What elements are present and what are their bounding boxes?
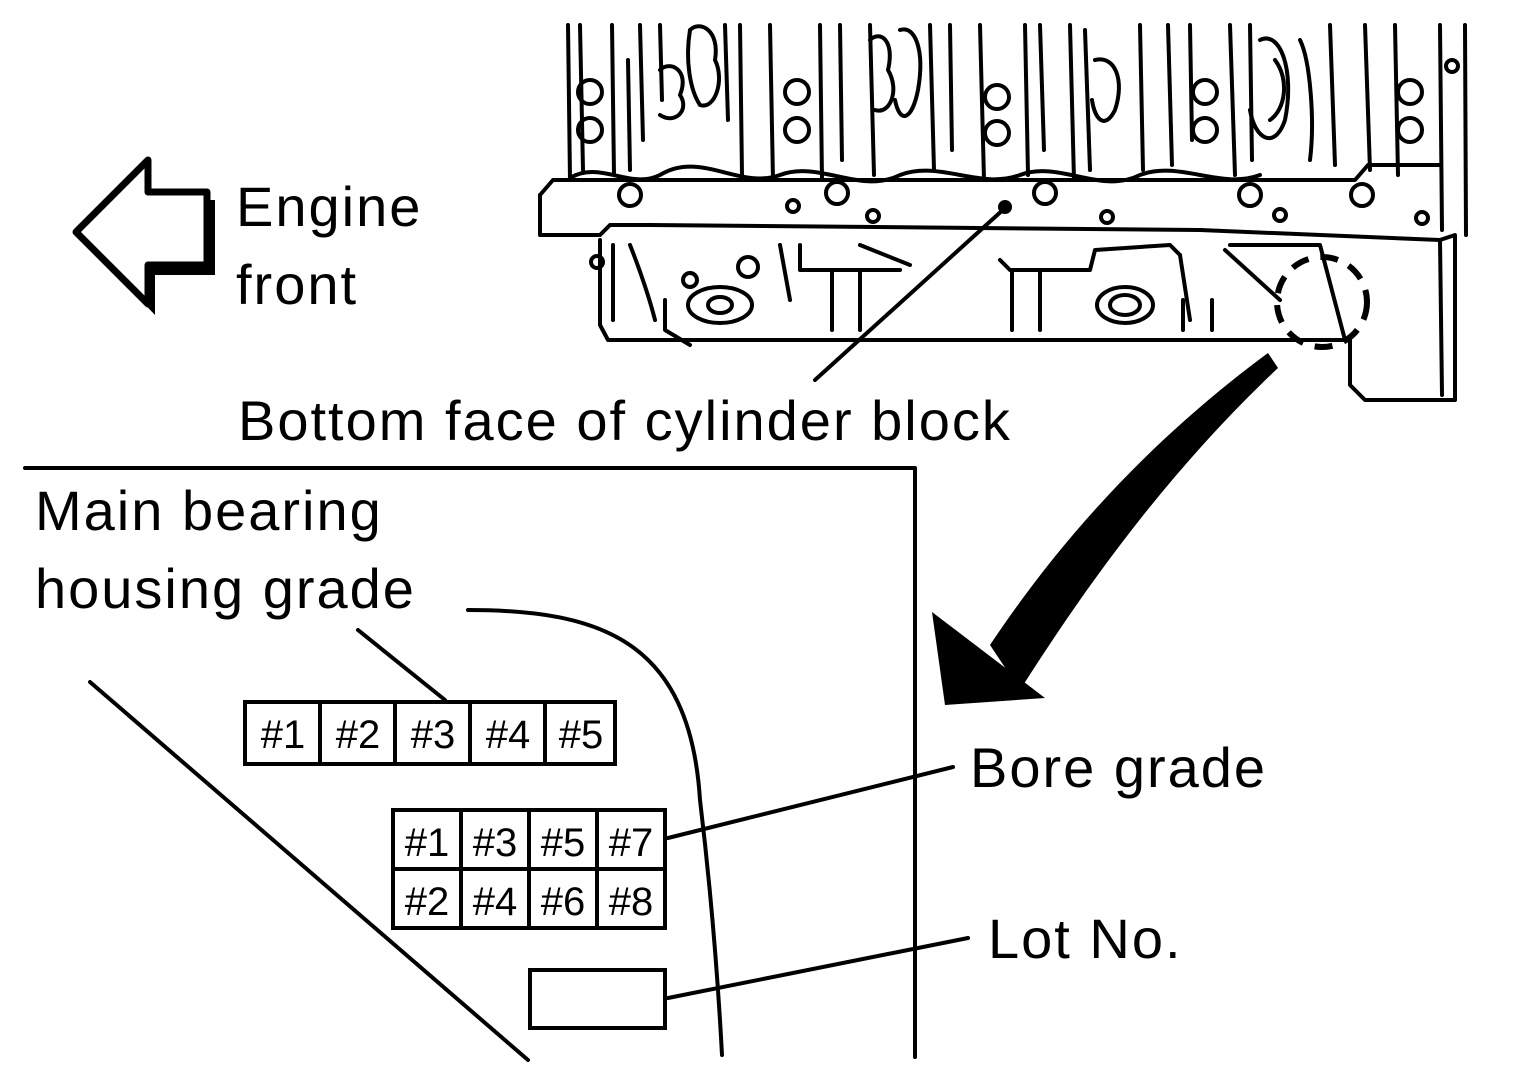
bore-grade-cell: #8 — [609, 880, 654, 924]
bore-grade-cell: #6 — [541, 880, 586, 924]
bore-grade-cell: #4 — [473, 880, 518, 924]
main-bearing-leader — [356, 628, 447, 702]
engine-front-label-line1: Engine — [236, 175, 422, 238]
main-bearing-cell: #5 — [559, 713, 604, 757]
bottom-face-leader — [813, 206, 1007, 382]
main-bearing-cell: #3 — [411, 713, 456, 757]
cylinder-block-illustration — [538, 23, 1468, 402]
lot-number-box — [528, 968, 667, 1030]
engine-front-label-line2: front — [236, 253, 358, 316]
bore-grade-cell: #3 — [473, 821, 518, 865]
main-bearing-cell: #4 — [486, 713, 531, 757]
bore-grade-label: Bore grade — [970, 736, 1267, 799]
bore-grade-cell: #1 — [405, 821, 450, 865]
engine-front-arrow-icon — [72, 156, 215, 315]
main-bearing-cell: #1 — [261, 713, 306, 757]
detail-arrow-icon — [932, 353, 1278, 705]
bore-grade-leader — [666, 765, 955, 840]
main-bearing-cell: #2 — [336, 713, 381, 757]
main-bearing-label-line2: housing grade — [35, 557, 416, 620]
block-curve-line — [466, 608, 724, 1057]
detail-circle — [1274, 254, 1370, 350]
lot-no-label: Lot No. — [988, 907, 1183, 970]
main-bearing-grade-table: #1 #2 #3 #4 #5 — [243, 700, 617, 766]
bore-grade-table: #1 #3 #5 #7 #2 #4 #6 #8 — [391, 808, 667, 930]
bore-grade-cell: #2 — [405, 880, 450, 924]
lot-no-leader — [666, 936, 970, 1000]
detail-frame — [23, 466, 917, 1059]
block-edge-line — [88, 680, 530, 1062]
bottom-face-label: Bottom face of cylinder block — [238, 389, 1012, 452]
bore-grade-cell: #5 — [541, 821, 586, 865]
bore-grade-cell: #7 — [609, 821, 654, 865]
main-bearing-label-line1: Main bearing — [35, 479, 383, 542]
